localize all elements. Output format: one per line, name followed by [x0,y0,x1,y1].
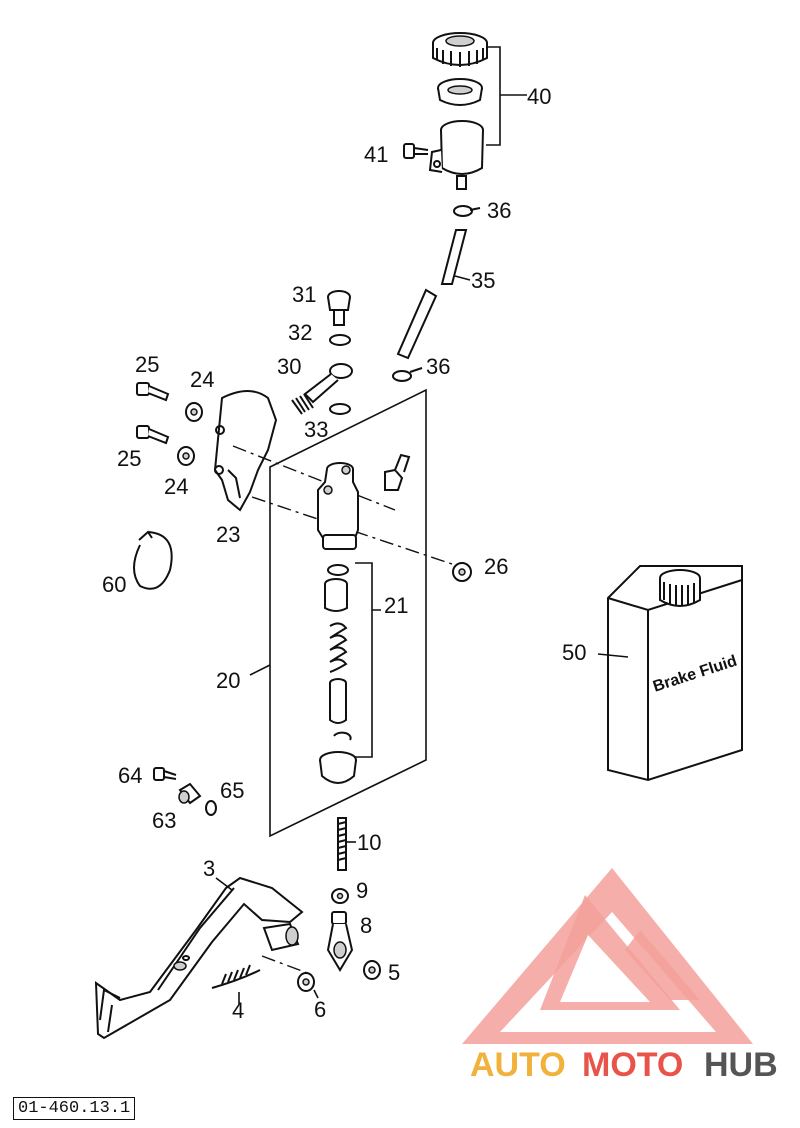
brake-hose-part [396,229,468,360]
assembly-20-frame [269,388,427,838]
callout-24-top: 24 [190,367,214,392]
dust-boot-part [319,751,357,784]
return-spring-part [211,964,261,989]
pivot-screw-part [153,767,177,781]
nut-lower-part [177,446,195,466]
brake-pedal-part [94,876,304,1040]
leader-20 [249,664,271,676]
callout-31: 31 [292,282,316,307]
reservoir-screw-part [403,143,429,159]
sealing-washer-lower-part [329,403,351,415]
leader-35 [454,275,471,281]
banjo-bolt-part [327,290,351,326]
callout-63: 63 [152,808,176,833]
callout-26: 26 [484,554,508,579]
master-cylinder-body-part [317,462,359,550]
callout-40: 40 [527,84,551,109]
sealing-washer-upper-part [329,334,351,346]
reservoir-cap-part [432,32,488,67]
reservoir-diaphragm-part [437,78,483,106]
callout-21: 21 [384,593,408,618]
circlip-part [333,731,352,741]
callout-5: 5 [388,960,400,985]
lock-nut-part [331,888,349,904]
callout-23: 23 [216,522,240,547]
callout-24-bottom: 24 [164,474,188,499]
callout-9: 9 [356,878,368,903]
leader-40 [486,46,527,146]
piston-part [324,578,348,612]
callout-36-top: 36 [487,198,511,223]
watermark-part-2: MOTO [582,1046,683,1084]
brake-fluid-can-part: Brake Fluid [607,565,743,782]
leader-21 [355,562,381,758]
pedal-nut-part [297,972,315,992]
watermark-part-1: AUTO [470,1046,566,1084]
bushing-part [178,782,202,805]
push-rod-part [329,678,347,724]
leader-6 [313,989,319,999]
o-ring-part [327,564,349,576]
nut-upper-part [185,402,203,422]
spring-washer-part [205,800,217,816]
callout-25-bottom: 25 [117,446,141,471]
callout-25-top: 25 [135,352,159,377]
threaded-rod-part [337,817,347,871]
watermark-triangle-logo [462,868,753,1044]
callout-50: 50 [562,640,586,665]
hose-clamp-bottom-part [392,367,423,382]
watermark-text: AUTO MOTO HUB [470,1046,778,1084]
diagram-code-label: 01-460.13.1 [13,1097,136,1120]
callout-6: 6 [314,997,326,1022]
callout-8: 8 [360,913,372,938]
pedal-axis-line [261,955,311,975]
callout-41: 41 [364,142,388,167]
callout-36-bottom: 36 [426,354,450,379]
callout-10: 10 [357,830,381,855]
assembly-axis-line-2 [232,445,396,511]
banjo-fitting-part [291,363,353,415]
callout-33: 33 [304,417,328,442]
spring-part [329,622,348,673]
callout-32: 32 [288,320,312,345]
hose-clamp-top-part [453,205,481,217]
callout-3: 3 [203,856,215,881]
clevis-part [326,911,354,972]
callout-60: 60 [102,572,126,597]
elbow-fitting-part [384,453,411,491]
assembly-axis-line [251,496,456,566]
leader-50 [597,653,629,658]
callout-4: 4 [232,998,244,1023]
callout-30: 30 [277,354,301,379]
locknut-part [452,562,472,582]
bolt-upper-part [136,382,170,402]
callout-64: 64 [118,763,142,788]
watermark-part-3: HUB [704,1046,778,1084]
callout-65: 65 [220,778,244,803]
bolt-lower-part [136,425,170,445]
callout-35: 35 [471,268,495,293]
leader-3 [215,877,233,891]
callout-20: 20 [216,668,240,693]
clevis-nut-part [363,960,381,980]
cable-strap-part [133,530,173,590]
reservoir-body-part [428,120,484,190]
